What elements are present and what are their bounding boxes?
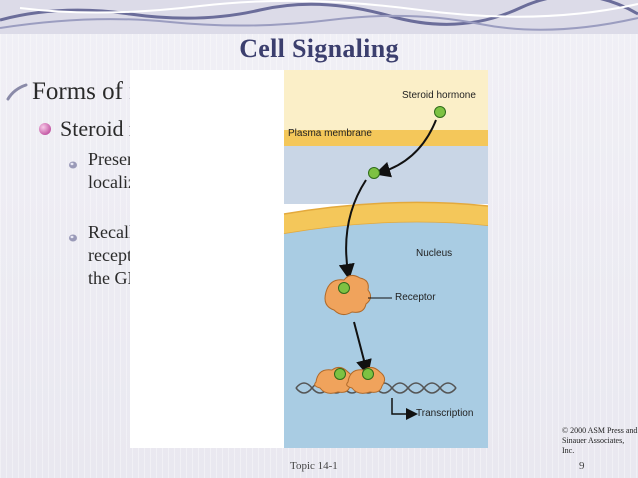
label-nucleus: Nucleus [416, 248, 453, 259]
pink-sphere-bullet-icon [39, 123, 51, 135]
brush-bullet-icon [6, 83, 28, 101]
hormone-molecule [368, 167, 380, 179]
copyright-notice: © 2000 ASM Press and Sinauer Associates,… [562, 426, 638, 455]
small-bullet-icon [69, 161, 77, 169]
hormone-molecule [334, 368, 346, 380]
footer-page-number: 9 [579, 460, 585, 472]
label-receptor: Receptor [395, 292, 436, 303]
label-transcription: Transcription [416, 408, 474, 419]
label-plasma-membrane: Plasma membrane [288, 128, 372, 139]
label-steroid-hormone: Steroid hormone [402, 90, 476, 101]
steroid-signaling-diagram [283, 70, 488, 448]
small-bullet-icon [69, 234, 77, 242]
hormone-molecule [434, 106, 446, 118]
footer-topic: Topic 14-1 [290, 460, 338, 472]
slide-title: Cell Signaling [239, 34, 399, 63]
decorative-banner [0, 0, 638, 34]
steroid-receptor-figure: Steroid hormone Plasma membrane Nucleus … [130, 70, 488, 448]
hormone-molecule [338, 282, 350, 294]
hormone-molecule [362, 368, 374, 380]
